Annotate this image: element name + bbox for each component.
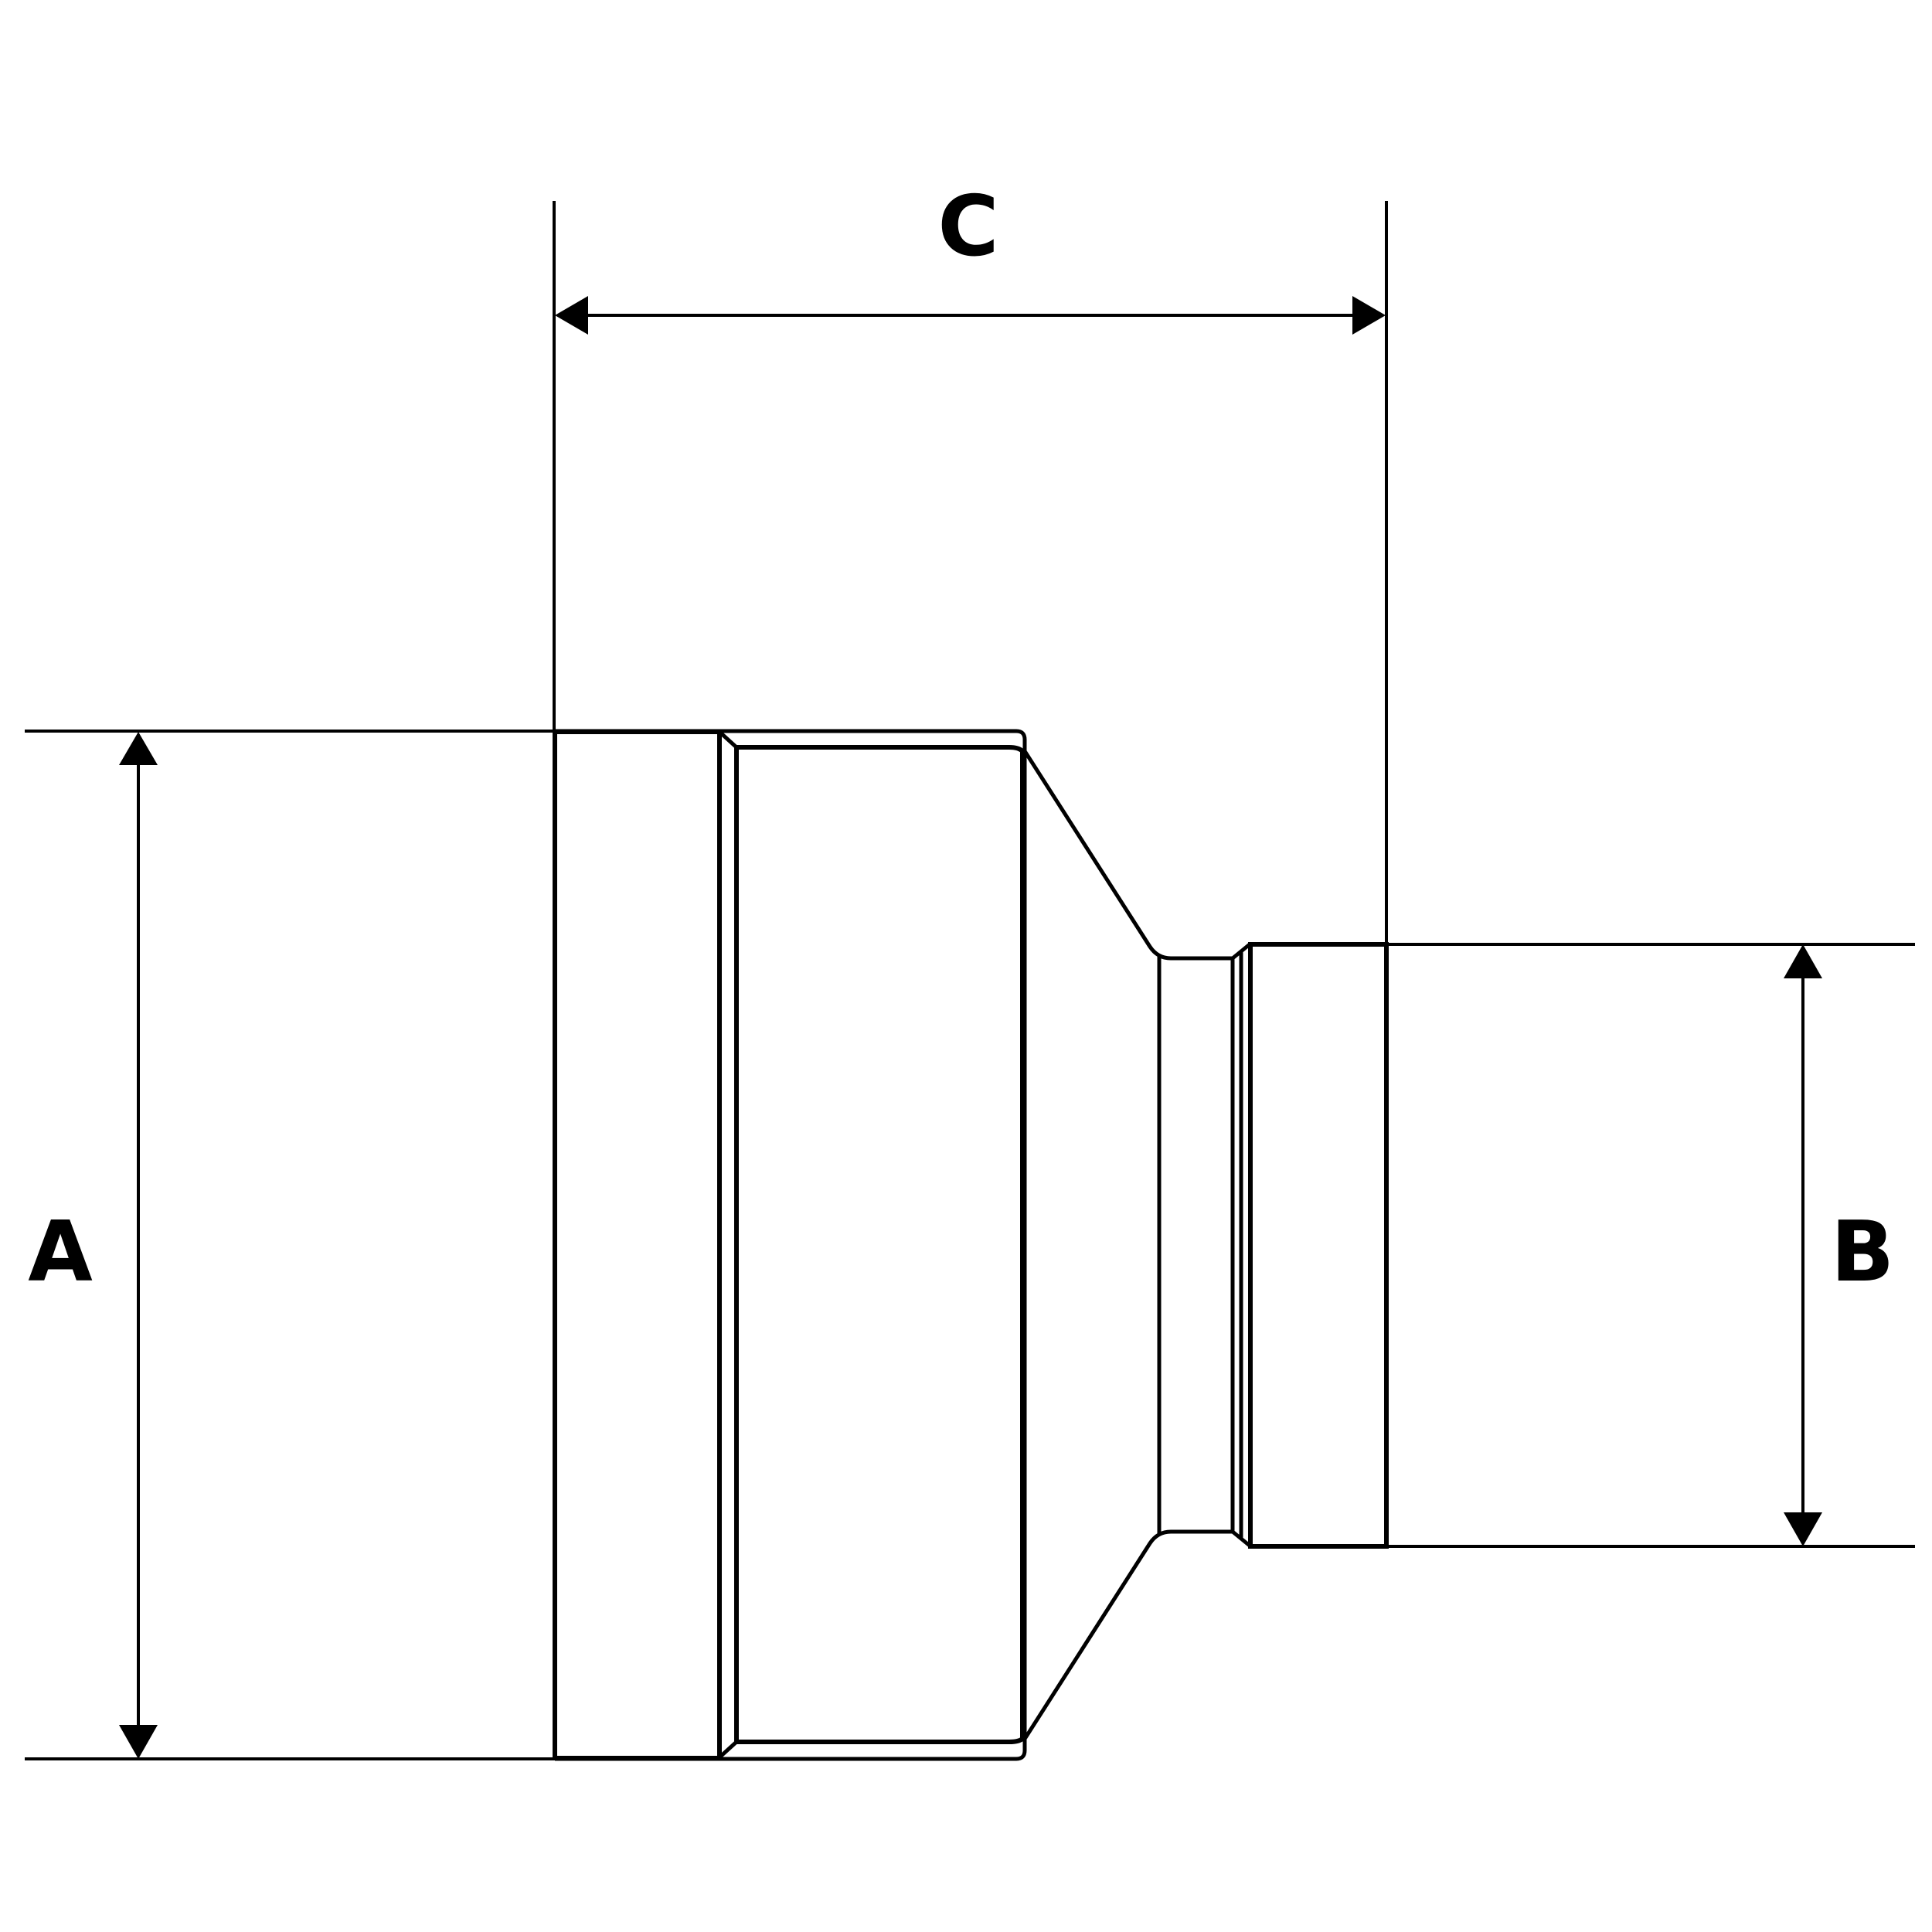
dimension-a-arrow-bottom bbox=[119, 1725, 158, 1759]
dimension-c-arrow-left bbox=[555, 296, 588, 335]
large-end-inner-body bbox=[734, 745, 1025, 1744]
dimension-b: B bbox=[1784, 944, 1894, 1546]
dimension-b-label: B bbox=[1831, 1204, 1894, 1301]
small-end-neck-ring bbox=[1171, 956, 1235, 1534]
small-end-rim bbox=[1248, 942, 1389, 1549]
dimension-b-arrow-top bbox=[1784, 944, 1822, 978]
extension-lines bbox=[25, 201, 1915, 1760]
large-end-rim bbox=[553, 730, 722, 1760]
dimension-b-arrow-bottom bbox=[1784, 1512, 1822, 1546]
taper-bottom bbox=[1022, 1529, 1172, 1740]
taper-transition bbox=[1022, 750, 1172, 1740]
taper-top bbox=[1022, 750, 1172, 961]
dimension-a-arrow-top bbox=[119, 732, 158, 765]
small-end-body bbox=[1157, 942, 1389, 1549]
dimension-c-arrow-right bbox=[1352, 296, 1386, 335]
large-end-chamfer-top bbox=[718, 730, 738, 749]
dimension-c-label: C bbox=[937, 179, 998, 275]
large-end-outer-contour bbox=[555, 729, 1027, 1761]
small-end-chamfer-bottom bbox=[1231, 1530, 1251, 1547]
dimension-c: C bbox=[555, 179, 1386, 335]
large-end-chamfer-bottom bbox=[718, 1740, 738, 1759]
dimension-a-label: A bbox=[28, 1204, 93, 1301]
small-end-chamfer-top bbox=[1231, 943, 1251, 960]
large-end-body bbox=[553, 729, 1027, 1761]
dimension-a: A bbox=[28, 732, 158, 1759]
